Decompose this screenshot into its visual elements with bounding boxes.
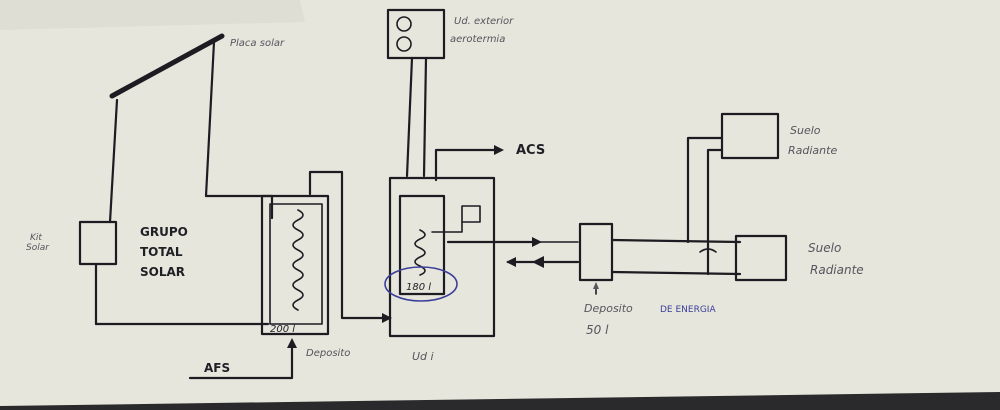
fan-bottom xyxy=(396,36,412,52)
exterior-pipe-right xyxy=(422,56,428,178)
tank-to-ud-i-pipe xyxy=(308,170,388,320)
label-grupo-1: GRUPO xyxy=(140,225,188,239)
panel-pipe-left xyxy=(108,98,119,224)
coil-link xyxy=(431,221,463,233)
tank-180-box xyxy=(398,194,446,296)
exterior-pipe-left xyxy=(405,56,414,178)
label-tank-180: 180 l xyxy=(406,282,431,293)
ud-exterior-box xyxy=(386,8,446,60)
suelo-1-return xyxy=(706,148,724,276)
tank-200-outer xyxy=(260,194,330,336)
suelo-radiante-2-box xyxy=(734,234,788,282)
label-suelo-1-line2: Radiante xyxy=(788,144,837,157)
ud-i-outer xyxy=(388,176,496,338)
supply-arrow xyxy=(532,237,542,247)
suelo-1-supply xyxy=(686,136,724,244)
label-deposito: Deposito xyxy=(306,348,350,359)
label-grupo-3: SOLAR xyxy=(140,265,185,279)
deposito-pointer-arrow xyxy=(593,282,599,289)
return-arrow-head xyxy=(532,256,544,268)
tank-200-inner xyxy=(269,203,323,325)
label-kit-solar-1: Kit xyxy=(30,233,42,243)
crossover xyxy=(699,248,717,253)
label-acs: ACS xyxy=(516,143,545,158)
label-ud-exterior-1: Ud. exterior xyxy=(454,16,514,27)
label-placa-solar: Placa solar xyxy=(230,38,285,49)
to-suelo-upper-a xyxy=(610,238,742,244)
grupo-solar-box xyxy=(78,220,118,266)
label-deposito-energia-prefix: Deposito xyxy=(584,302,633,315)
fan-top xyxy=(396,16,412,32)
afs-inlet-pipe xyxy=(188,340,294,380)
acs-arrow xyxy=(494,145,504,155)
label-suelo-2-line2: Radiante xyxy=(810,263,864,277)
tank-180-circle xyxy=(384,266,458,302)
panel-pipe-right xyxy=(204,40,216,198)
label-suelo-1-line1: Suelo xyxy=(790,124,821,137)
label-ud-i: Ud i xyxy=(412,350,434,363)
label-deposito-energia-suffix: DE ENERGIA xyxy=(660,305,716,315)
acs-pipe xyxy=(434,148,502,182)
solar-panel xyxy=(109,33,225,99)
label-kit-solar-2: Solar xyxy=(26,243,50,253)
label-tank-200: 200 l xyxy=(270,324,295,335)
deposito-energia-box xyxy=(578,222,614,282)
return-arrow xyxy=(506,257,516,267)
label-suelo-2-line1: Suelo xyxy=(808,241,841,255)
pump-box xyxy=(461,205,481,223)
to-suelo-lower xyxy=(610,270,742,276)
label-ud-exterior-2: aerotermia xyxy=(450,34,505,45)
label-grupo-2: TOTAL xyxy=(140,245,183,259)
label-afs: AFS xyxy=(204,361,230,375)
afs-arrow xyxy=(287,338,297,348)
suelo-radiante-1-box xyxy=(720,112,780,160)
coil-200 xyxy=(292,209,304,311)
label-deposito-volume: 50 l xyxy=(586,323,609,337)
arrow-into-ud-i xyxy=(382,313,392,323)
paper-shadow xyxy=(0,0,305,30)
